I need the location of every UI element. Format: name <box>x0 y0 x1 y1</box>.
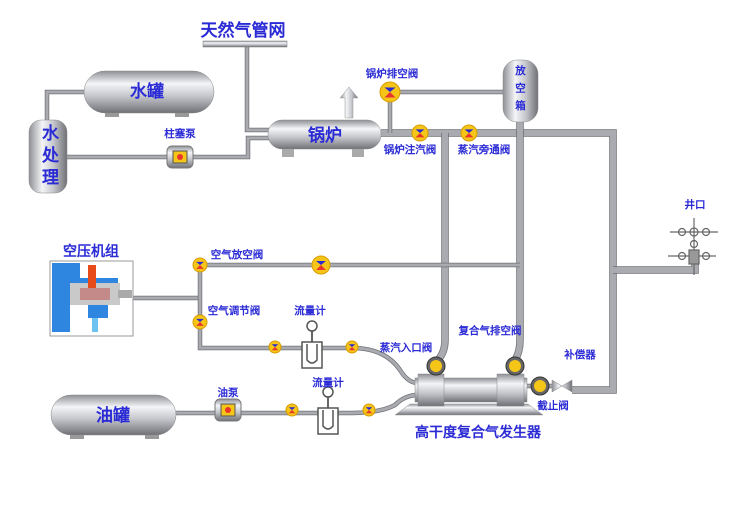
water-tank[interactable] <box>83 70 215 114</box>
label-oil-pump: 油泵 <box>218 386 239 399</box>
steam-bypass-valve[interactable] <box>460 124 478 142</box>
oil-line-valve-2[interactable] <box>362 403 376 417</box>
plunger-pump[interactable] <box>166 145 194 169</box>
flowmeter-oil[interactable] <box>317 386 339 435</box>
label-water-tank: 水罐 <box>130 81 164 102</box>
label-boiler-vent-valve: 锅炉排空阀 <box>366 67 419 80</box>
boiler-leg <box>352 149 364 157</box>
label-boiler: 锅炉 <box>308 125 342 146</box>
label-composite-gas-vent-valve: 复合气排空阀 <box>458 324 522 337</box>
pipe <box>245 47 270 132</box>
wellhead[interactable] <box>668 218 718 275</box>
label-compensator: 补偿器 <box>563 348 596 361</box>
pipe <box>44 89 85 120</box>
pipe <box>244 47 270 133</box>
boiler-leg <box>282 149 294 157</box>
tank-foot <box>175 113 189 117</box>
composite-gas-vent-valve[interactable] <box>505 356 525 376</box>
label-generator: 高干度复合气发生器 <box>415 424 542 441</box>
equipment <box>28 40 718 439</box>
air-regulating-valve[interactable] <box>192 314 208 330</box>
label-boiler-steam-valve: 锅炉注汽阀 <box>384 143 437 156</box>
tank-foot <box>70 435 84 439</box>
air-line-valve-1[interactable] <box>268 340 282 354</box>
oil-line-valve-1[interactable] <box>285 403 299 417</box>
pipe <box>45 90 85 120</box>
label-flowmeter-air: 流量计 <box>294 304 326 317</box>
label-air-regulating-valve: 空气调节阀 <box>208 304 261 317</box>
label-plunger-pump: 柱塞泵 <box>164 127 196 140</box>
label-steam-inlet-valve: 蒸汽入口阀 <box>380 341 433 354</box>
flowmeter-air[interactable] <box>301 320 323 369</box>
pipe <box>512 120 523 362</box>
label-water-treatment: 水处理 <box>38 123 60 190</box>
air-vent-valve[interactable] <box>192 257 208 273</box>
label-flowmeter-oil: 流量计 <box>312 376 344 389</box>
vent-box[interactable] <box>502 59 539 123</box>
pipe <box>67 136 270 159</box>
air-line-valve-2[interactable] <box>345 340 359 354</box>
boiler-vent-valve[interactable] <box>379 81 401 103</box>
label-shutoff-valve: 截止阀 <box>537 399 569 412</box>
tank-foot <box>145 435 159 439</box>
pipe <box>176 393 419 415</box>
shutoff-valve[interactable] <box>530 376 550 396</box>
label-vent-box: 放空箱 <box>514 64 526 117</box>
label-steam-bypass-valve: 蒸汽旁通阀 <box>458 143 511 156</box>
tank-foot <box>105 113 119 117</box>
water-treatment-unit[interactable] <box>28 119 68 194</box>
composite-gas-generator[interactable] <box>394 373 544 416</box>
boiler-steam-valve[interactable] <box>411 124 429 142</box>
boiler[interactable] <box>267 119 382 150</box>
pipe <box>613 262 698 273</box>
oil-tank[interactable] <box>50 394 177 436</box>
steam-inlet-valve[interactable] <box>426 356 446 376</box>
label-wellhead: 井口 <box>685 198 706 211</box>
label-oil-tank: 油罐 <box>96 405 130 426</box>
gas-network-header <box>202 40 288 48</box>
label-air-vent-valve: 空气放空阀 <box>211 248 264 261</box>
air-vent-valve-2[interactable] <box>311 255 331 275</box>
oil-pump[interactable] <box>214 398 242 422</box>
pipe <box>381 130 616 393</box>
compensator[interactable] <box>551 379 573 393</box>
exhaust-arrow-icon <box>339 86 359 119</box>
label-air-compressor: 空压机组 <box>63 243 119 260</box>
air-compressor-unit[interactable] <box>49 260 134 337</box>
label-gas-network: 天然气管网 <box>201 20 286 41</box>
